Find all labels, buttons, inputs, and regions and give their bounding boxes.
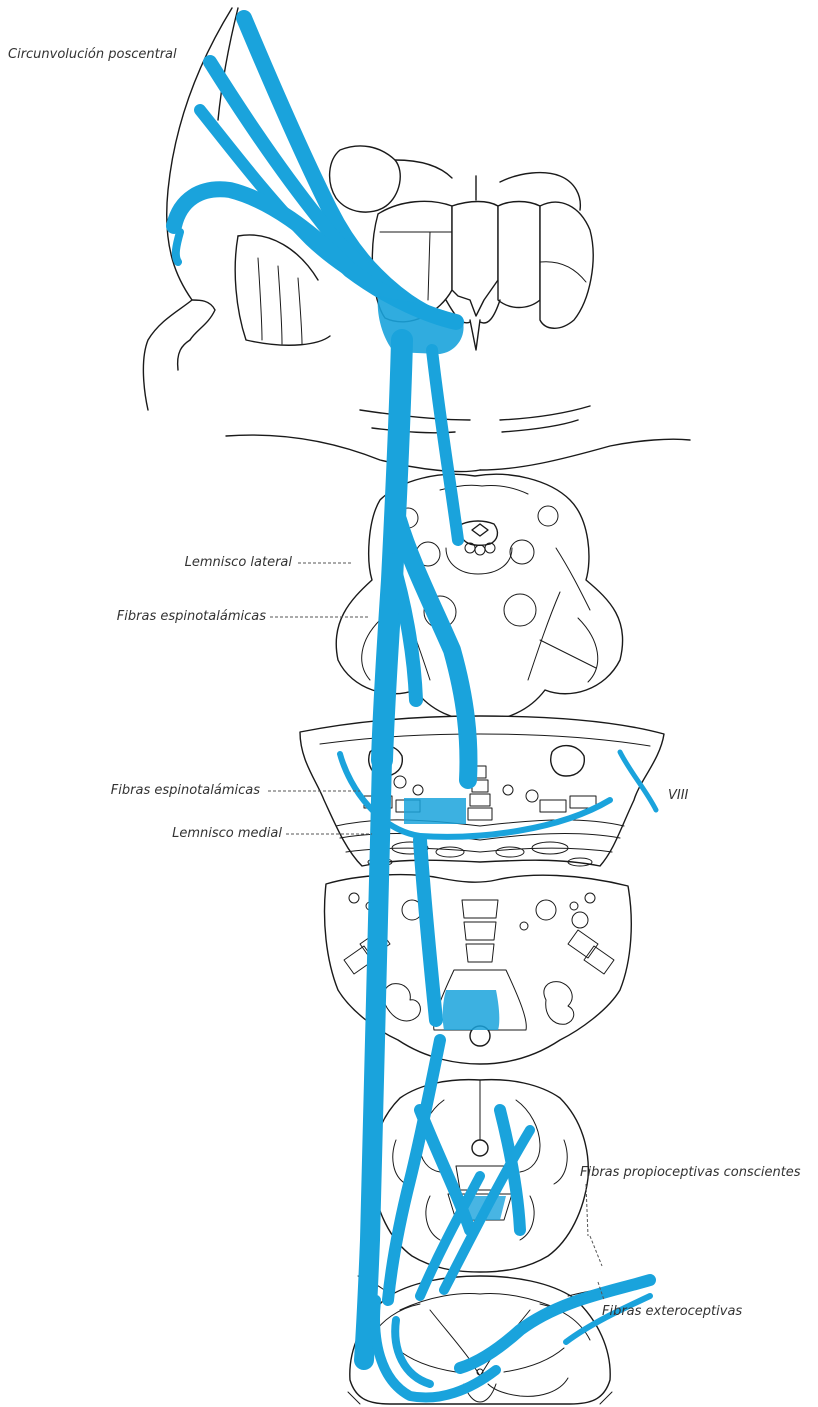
label-spinothalamic-fibers-upper: Fibras espinotalámicas	[90, 609, 266, 625]
label-postcentral-gyrus: Circunvolución poscentral	[8, 47, 177, 63]
label-spinothalamic-fibers-lower: Fibras espinotalámicas	[80, 783, 260, 799]
label-viii-nerve: VIII	[668, 788, 688, 804]
label-lateral-lemniscus: Lemnisco lateral	[150, 555, 292, 571]
label-exteroceptive-fibers: Fibras exteroceptivas	[602, 1304, 742, 1320]
brainstem-outline-upper	[226, 406, 690, 472]
label-medial-lemniscus: Lemnisco medial	[140, 826, 282, 842]
cerebral-cortex	[143, 8, 330, 410]
label-conscious-proprioceptive-fibers: Fibras propioceptivas conscientes	[580, 1165, 801, 1181]
